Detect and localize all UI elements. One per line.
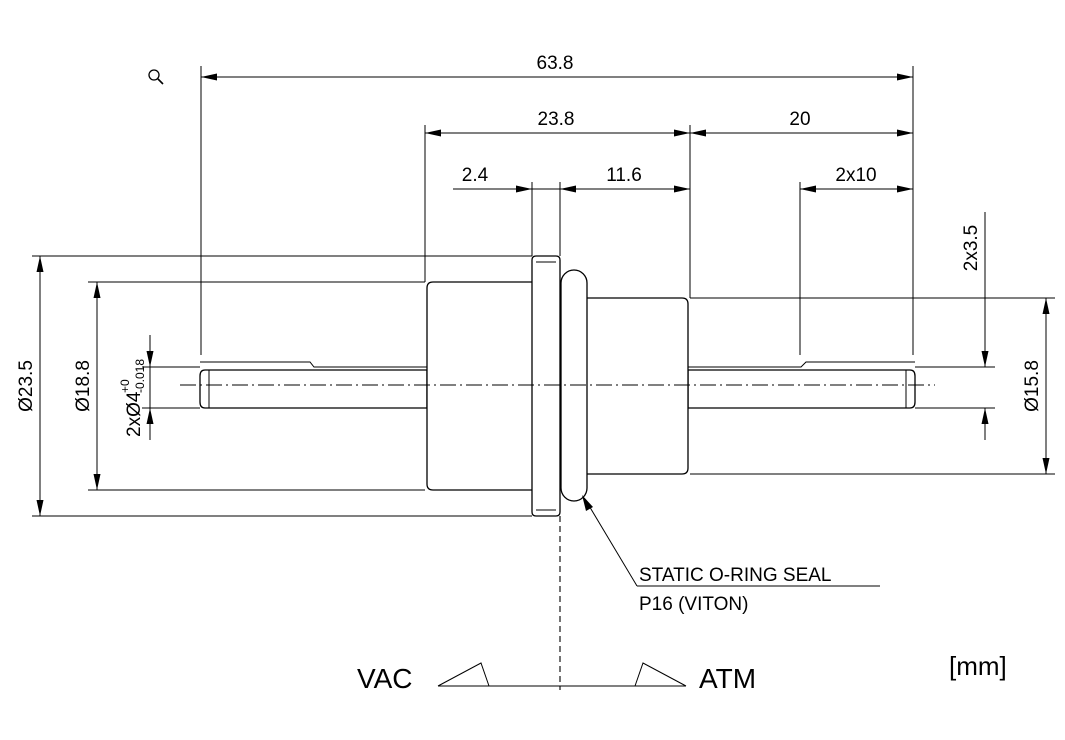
dim-pin-diameter: 2xØ4 +0 -0.018	[118, 359, 147, 437]
vac-atm-symbol: VAC ATM	[357, 662, 756, 694]
atm-pin	[687, 369, 916, 409]
pin-tolerance-upper: +0	[118, 379, 132, 393]
dim-atm-body-diameter: Ø15.8	[1022, 360, 1043, 412]
seal-note-line1: STATIC O-RING SEAL	[639, 565, 832, 586]
atm-label: ATM	[699, 663, 756, 694]
dim-atm-shoulder: 11.6	[606, 165, 642, 186]
dim-flange-thickness: 2.4	[462, 165, 489, 186]
dim-vac-body-diameter: Ø18.8	[73, 360, 94, 412]
atm-body	[559, 297, 689, 475]
units-label: [mm]	[949, 651, 1007, 681]
vac-pin	[199, 369, 428, 409]
dim-overall-length: 63.8	[537, 53, 574, 74]
seal-note-line2: P16 (VITON)	[639, 594, 748, 615]
extension-lines	[32, 66, 1055, 517]
feedthrough-part	[199, 255, 916, 517]
dim-pin-flat: 2x3.5	[961, 225, 982, 271]
pin-tolerance-lower: -0.018	[133, 359, 147, 393]
pin-diameter-label: 2xØ4	[124, 391, 145, 437]
magnifier-icon[interactable]	[148, 69, 164, 85]
flange	[531, 255, 561, 517]
dim-atm-length: 20	[789, 109, 810, 130]
dimension-labels: 63.8 23.8 20 2.4 11.6 2x10 Ø23.5 Ø18.8 Ø…	[16, 53, 1043, 437]
dim-pin-length: 2x10	[835, 165, 876, 186]
vac-label: VAC	[357, 663, 413, 694]
dim-vac-length: 23.8	[538, 109, 575, 130]
seal-callout: STATIC O-RING SEAL P16 (VITON)	[582, 495, 880, 615]
dim-flange-diameter: Ø23.5	[16, 360, 37, 412]
vac-body	[426, 281, 536, 491]
dimension-lines	[36, 73, 1050, 516]
